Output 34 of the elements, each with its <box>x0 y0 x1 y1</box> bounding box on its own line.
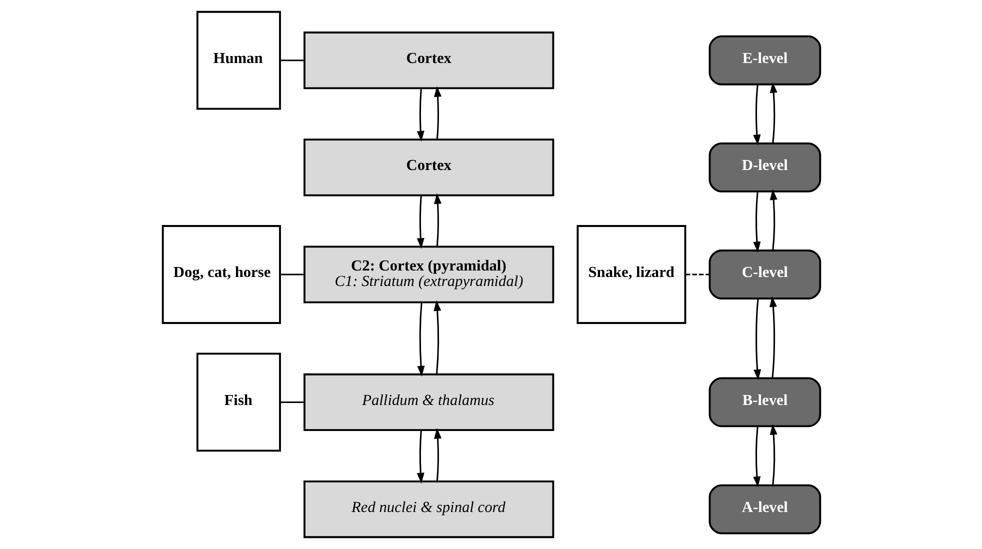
arrow <box>753 298 761 380</box>
node-box: A-level <box>708 484 821 534</box>
node-box: Pallidum & thalamus <box>303 373 554 432</box>
arrow <box>416 195 424 249</box>
connector <box>684 274 710 276</box>
connector <box>280 274 304 276</box>
arrow <box>752 426 760 488</box>
arrow <box>434 193 442 247</box>
arrow <box>416 302 424 377</box>
arrow <box>769 82 777 144</box>
connector <box>280 60 304 62</box>
node-box: Fish <box>196 352 280 452</box>
node-box: Snake, lizard <box>576 225 686 324</box>
arrow <box>752 191 760 252</box>
node-box: Cortex <box>303 138 554 196</box>
node-box: Cortex <box>303 32 554 90</box>
arrow <box>416 430 424 484</box>
arrow <box>433 300 441 374</box>
arrow <box>769 189 777 250</box>
node-box: C-level <box>708 250 821 300</box>
node-box: Red nuclei & spinal cord <box>303 480 554 538</box>
arrow <box>768 296 776 378</box>
node-box: B-level <box>708 377 821 428</box>
connector <box>280 401 304 403</box>
arrow <box>752 84 760 146</box>
arrow <box>434 86 442 140</box>
node-box: D-level <box>708 142 821 192</box>
node-box: C2: Cortex (pyramidal) C1: Striatum (extrapyramidal) <box>303 246 554 304</box>
arrow <box>416 88 424 142</box>
node-box: E-level <box>708 35 821 86</box>
node-box: Dog, cat, horse <box>161 225 280 324</box>
node-box: Human <box>196 10 280 110</box>
arrow <box>434 428 442 482</box>
arrow <box>769 424 777 486</box>
